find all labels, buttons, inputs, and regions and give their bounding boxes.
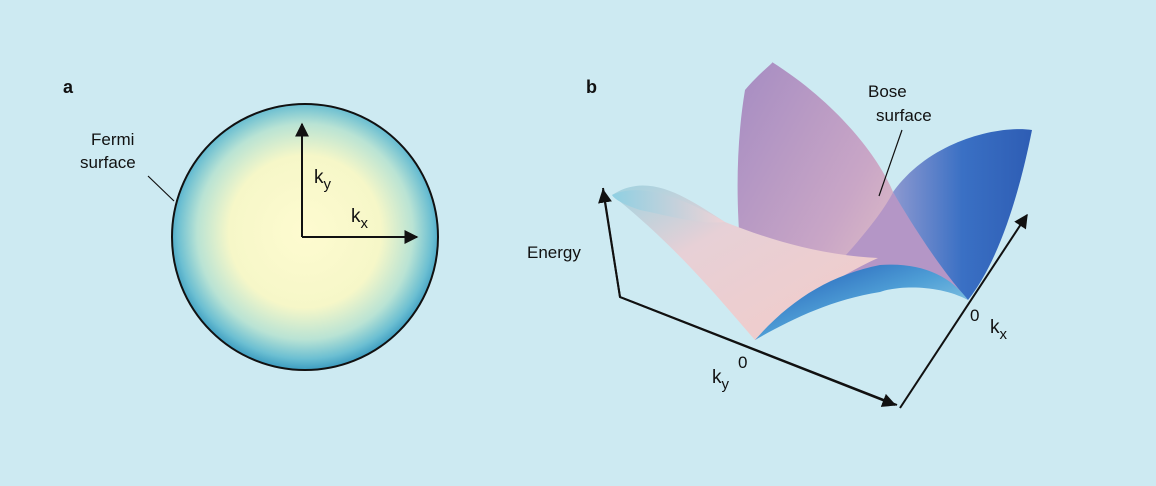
kx-label-b: kx	[990, 317, 1008, 343]
fermi-label-line2: surface	[80, 153, 136, 172]
bose-leader-line	[878, 129, 903, 197]
fermi-label-line1: Fermi	[91, 130, 134, 149]
ky-axis-b-arrow	[619, 296, 897, 407]
bose-surface-left-sheet	[612, 185, 878, 340]
bose-surface-right-blue	[893, 129, 1032, 300]
bose-surface-left-lip	[612, 190, 725, 223]
kx-axis-b-arrow	[899, 213, 1028, 409]
ky-label-a: ky	[314, 167, 332, 193]
panel-a-letter: a	[63, 77, 74, 97]
kx-label-a: kx	[351, 206, 369, 232]
panel-b-letter: b	[586, 77, 597, 97]
energy-label: Energy	[527, 243, 581, 262]
ky-zero-b: 0	[738, 353, 747, 372]
bose-label-line1: Bose	[868, 82, 907, 101]
ky-label-b: ky	[712, 367, 730, 393]
bose-label-line2: surface	[876, 106, 932, 125]
bose-surface-front-blue	[755, 264, 968, 340]
kx-zero-b: 0	[970, 306, 979, 325]
fermi-leader-line	[147, 175, 175, 202]
energy-axis-arrow	[598, 188, 621, 298]
